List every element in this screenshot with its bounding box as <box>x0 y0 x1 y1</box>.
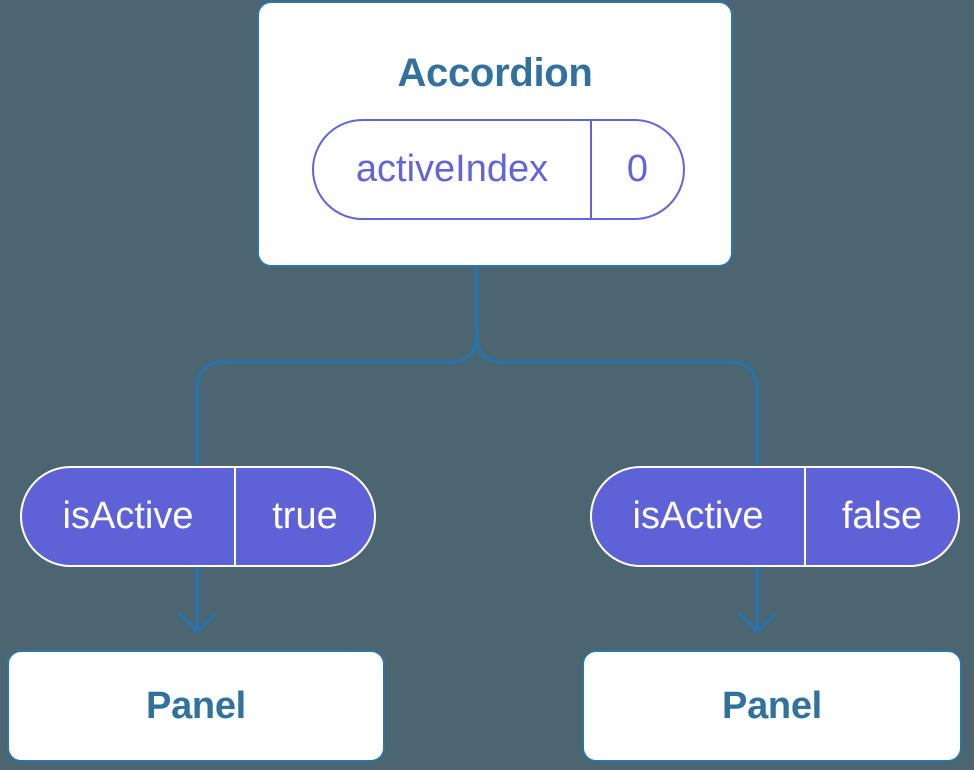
state-pill: activeIndex 0 <box>312 119 685 220</box>
state-name: activeIndex <box>355 148 549 190</box>
prop-value-right: false <box>804 468 958 565</box>
edge-accordion-to-right-panel <box>474 263 759 630</box>
state-value: 0 <box>590 121 683 218</box>
prop-name-left: isActive <box>62 495 194 537</box>
arrowhead-left-icon <box>178 612 216 634</box>
prop-name-right: isActive <box>632 495 764 537</box>
prop-pill-right: isActive false <box>590 466 960 567</box>
edge-accordion-to-left-panel <box>195 263 479 630</box>
panel-component-node-right: Panel <box>582 650 962 762</box>
panel-component-node-left: Panel <box>7 650 385 762</box>
panel-title-right: Panel <box>722 684 822 727</box>
accordion-component-node: Accordion activeIndex 0 <box>257 1 733 267</box>
prop-pill-left: isActive true <box>20 466 376 567</box>
panel-title-left: Panel <box>146 684 246 727</box>
prop-value-left: true <box>234 468 374 565</box>
accordion-title: Accordion <box>397 51 593 95</box>
arrowhead-right-icon <box>738 612 776 634</box>
